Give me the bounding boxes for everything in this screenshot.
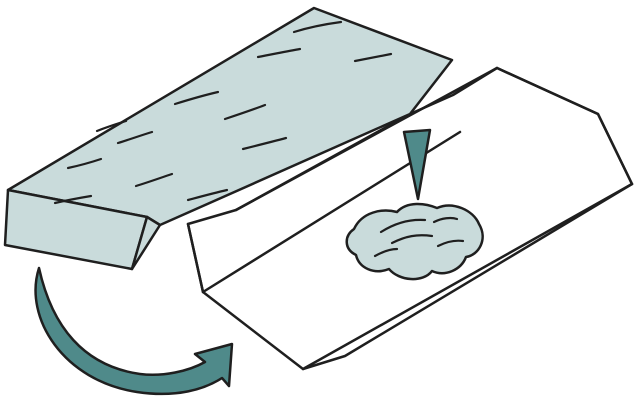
slab-texture-line-8: [134, 172, 174, 188]
slab-illustration: [3, 6, 454, 271]
slab-texture-line-10: [53, 194, 93, 205]
slab-texture-line-2: [116, 130, 154, 145]
curved-arrow-icon: [34, 266, 234, 396]
downward-triangular-pointer-icon: [402, 128, 432, 201]
puddle-illustration: [345, 202, 484, 281]
slab-texture-line-3: [173, 90, 220, 106]
slab-texture-line-5: [292, 20, 343, 34]
slab-texture-line-12: [241, 136, 288, 151]
slab-texture-line-7: [95, 119, 128, 133]
base-top-edge-right: [495, 66, 634, 186]
puddle-inner-line-2: [390, 234, 434, 245]
slab-texture-line-1: [66, 157, 103, 170]
puddle-inner-line-3: [436, 239, 465, 248]
base-bottom-edge: [301, 182, 634, 371]
puddle-outer: [345, 202, 484, 281]
slab-texture-line-4: [223, 103, 267, 121]
puddle-inner-line-5: [432, 216, 459, 224]
puddle-inner-line-4: [373, 247, 399, 258]
slab-texture-line-11: [186, 188, 229, 202]
puddle-inner-line-1: [379, 218, 427, 234]
slab-texture-line-6: [256, 47, 302, 59]
slab-texture-line-9: [353, 52, 393, 63]
base-left-step-line: [186, 222, 205, 294]
curved-arrow-body: [34, 266, 234, 396]
slab-right-face: [130, 215, 162, 271]
base-upper-rim: [234, 66, 499, 212]
